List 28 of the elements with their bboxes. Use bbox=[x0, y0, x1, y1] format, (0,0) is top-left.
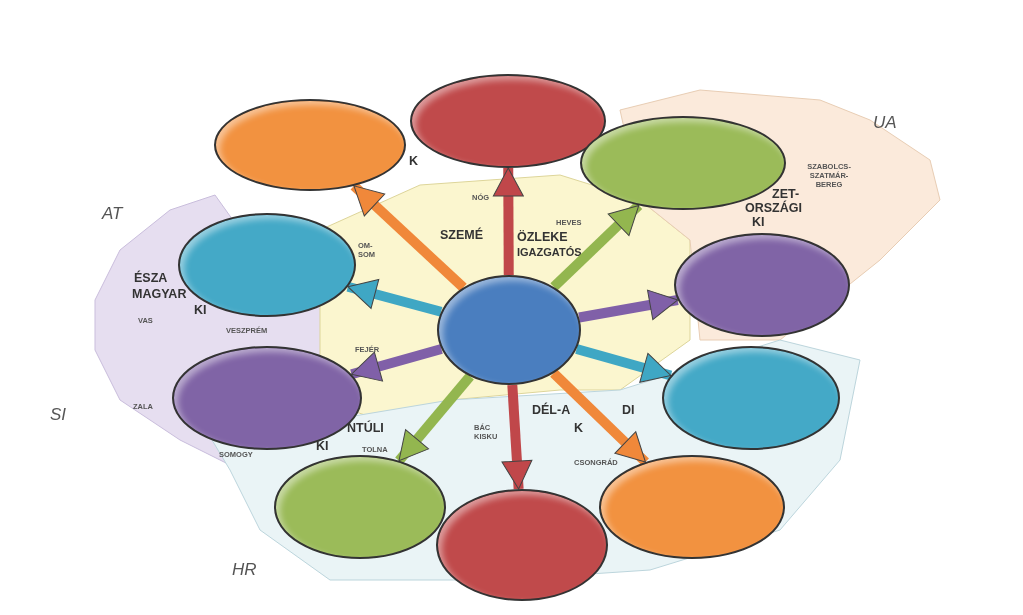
map-label: UA bbox=[873, 112, 897, 134]
map-label: KI bbox=[752, 216, 765, 229]
map-label: ÉSZA bbox=[134, 272, 168, 285]
block-arrow bbox=[350, 182, 467, 292]
map-label: KI bbox=[316, 440, 329, 453]
map-label: ZET- bbox=[772, 188, 800, 201]
map-label: SI bbox=[50, 404, 67, 426]
map-label: ORSZÁGI bbox=[745, 202, 802, 215]
block-arrow bbox=[492, 167, 524, 276]
map-label: KI bbox=[194, 304, 207, 317]
map-label: K bbox=[409, 155, 419, 168]
map-label: K bbox=[574, 422, 584, 435]
block-arrow bbox=[550, 369, 649, 466]
map-label: NTÚLI bbox=[347, 422, 384, 435]
block-arrow bbox=[350, 344, 443, 382]
map-label: IGAZGATÓS bbox=[517, 246, 582, 259]
map-label: SZEMÉ bbox=[440, 229, 484, 242]
map-label: DÉL-A bbox=[532, 404, 571, 417]
map-label: AT bbox=[102, 203, 123, 225]
block-arrow bbox=[501, 384, 533, 490]
map-label: ÖZLEKE bbox=[517, 231, 568, 244]
block-arrow bbox=[395, 373, 474, 464]
block-arrow bbox=[575, 344, 673, 383]
block-arrow bbox=[578, 289, 679, 323]
map-label: HR bbox=[232, 559, 257, 581]
block-arrow bbox=[346, 279, 443, 317]
map-label: MAGYAR bbox=[132, 288, 187, 301]
map-label: DI bbox=[622, 404, 635, 417]
